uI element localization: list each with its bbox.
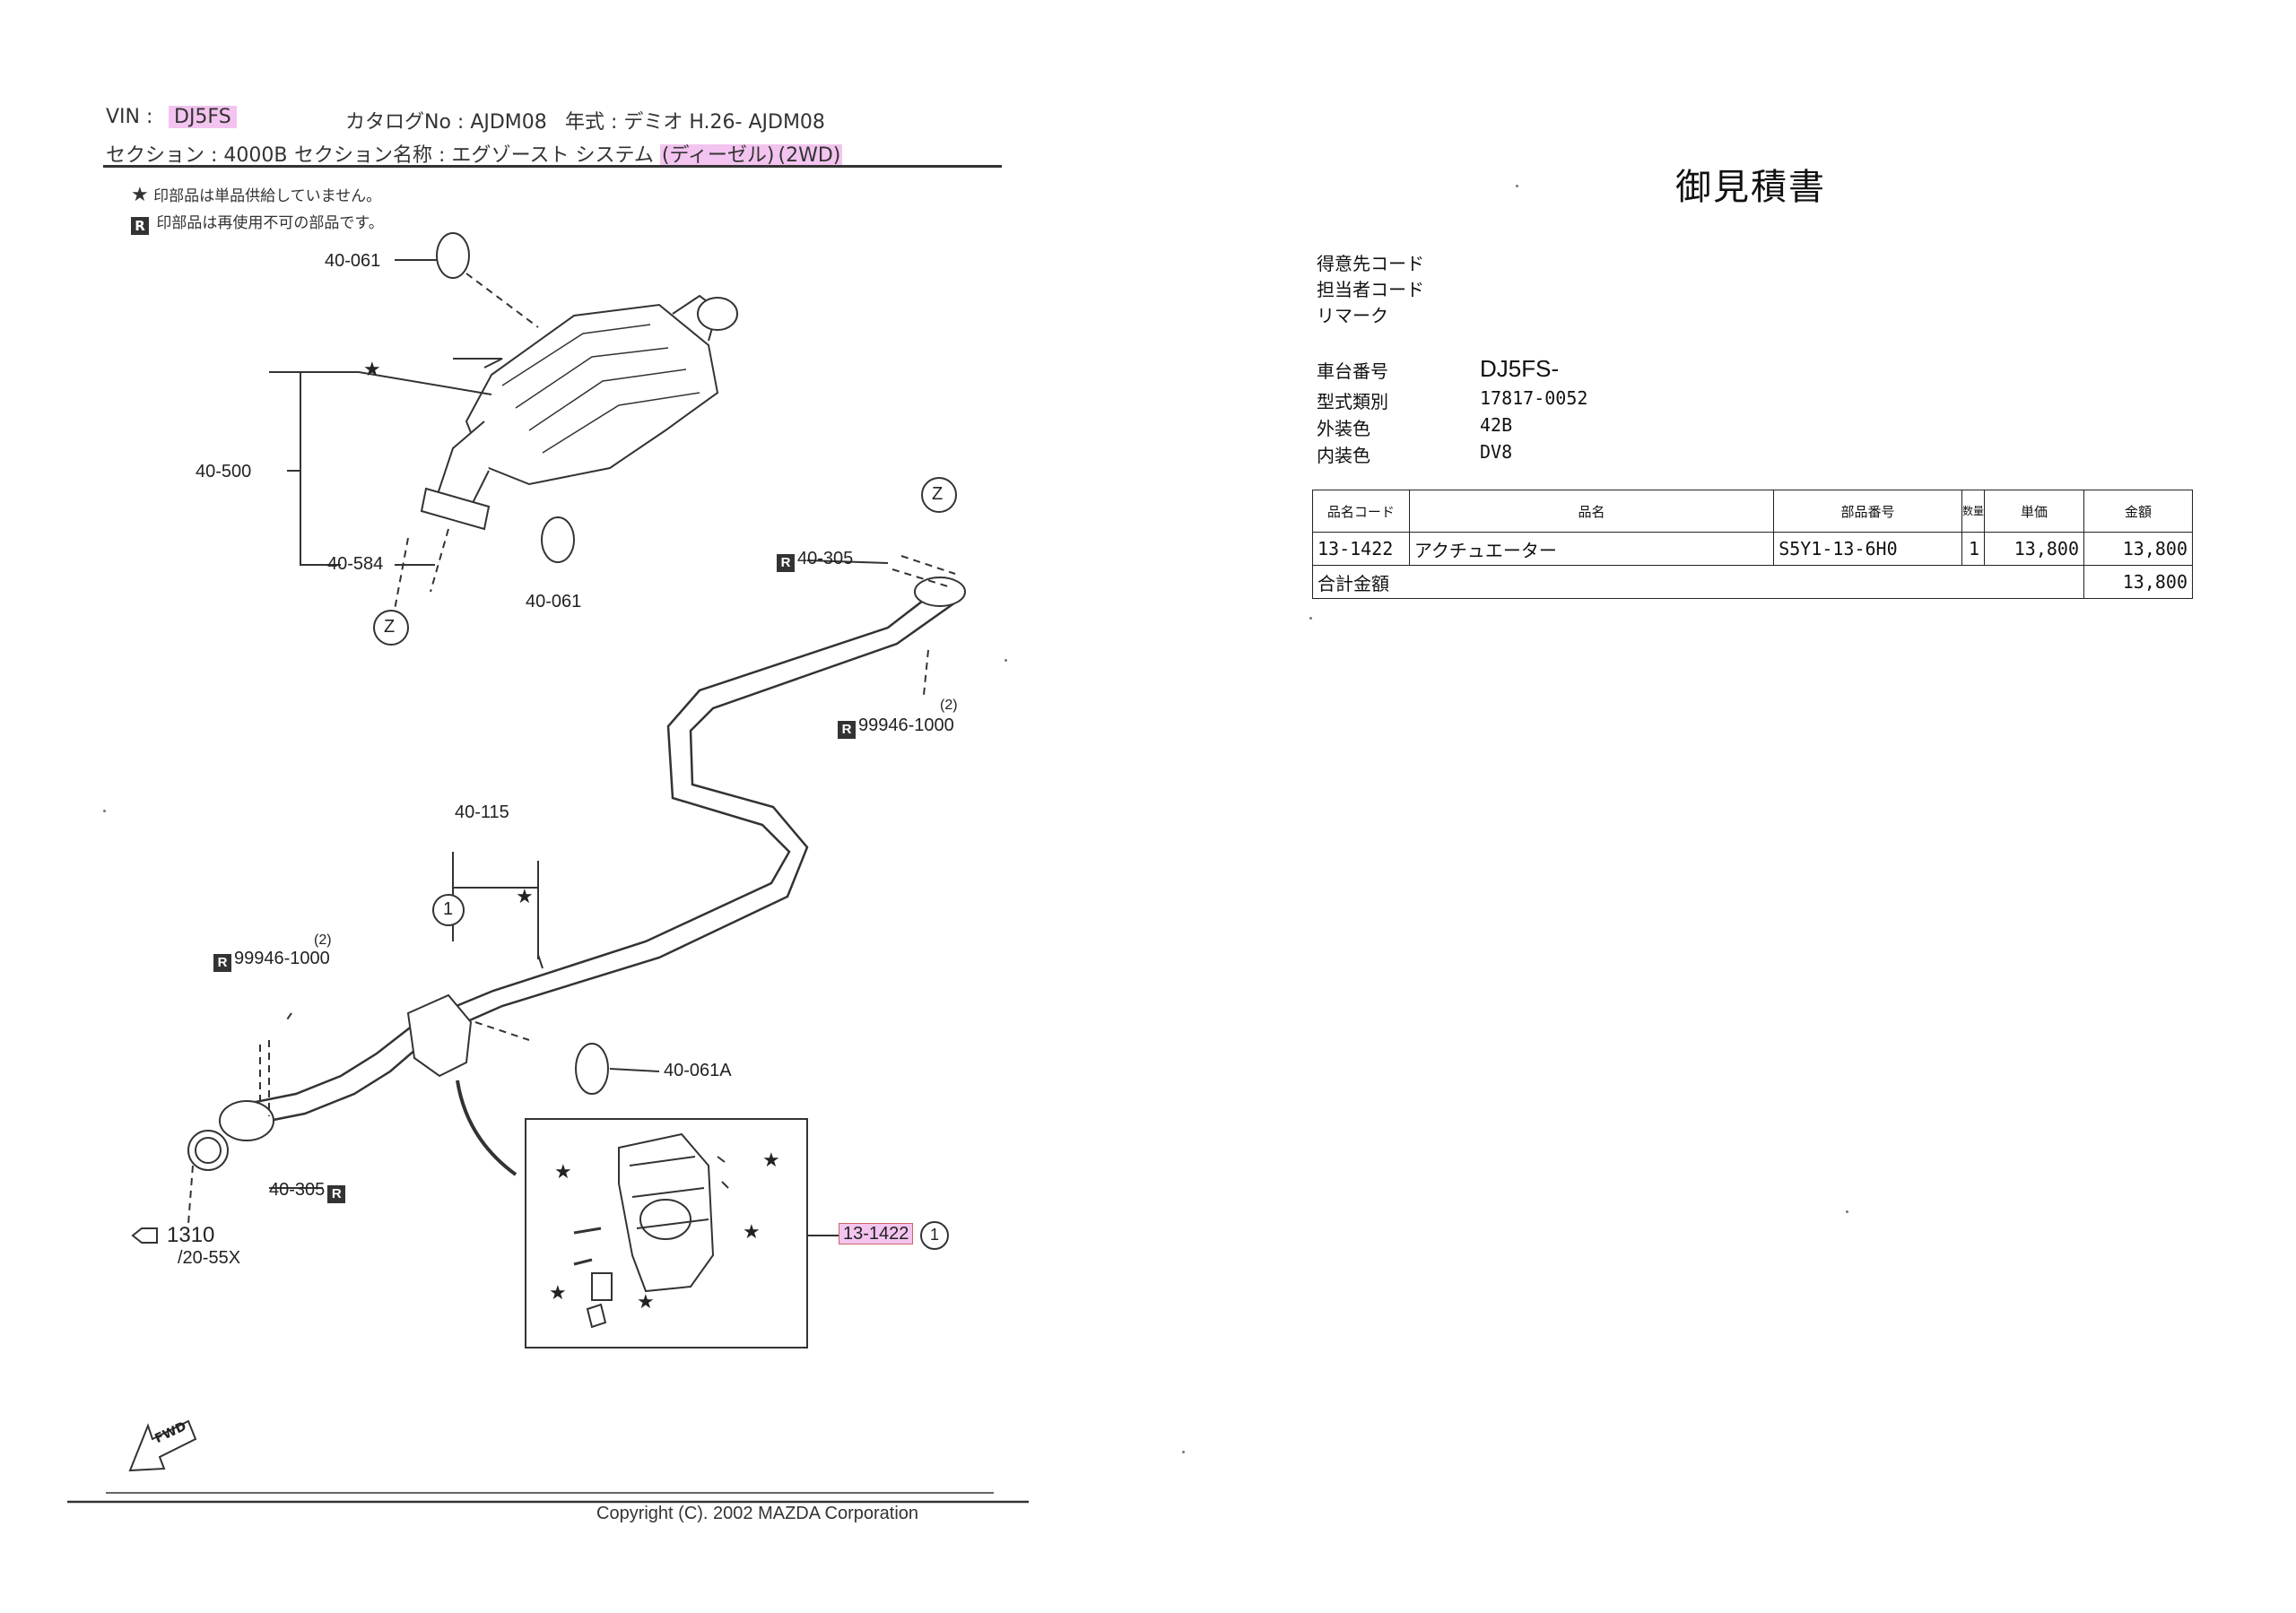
actuator-on-pipe	[406, 993, 473, 1078]
vin-label: VIN :	[106, 106, 153, 128]
table-row: 13-1422 アクチュエーター S5Y1-13-6H0 1 13,800 13…	[1312, 532, 2194, 566]
star-icon: ★	[131, 184, 149, 206]
scan-speck	[1182, 1451, 1185, 1453]
table-total-row: 合計金額 13,800	[1312, 565, 2194, 599]
main-pipe-shape	[228, 582, 947, 1118]
chassis-number-value: DJ5FS-	[1480, 355, 1560, 382]
section-name: セクション名称 : エグゾースト システム	[294, 144, 654, 167]
copyright: Copyright (C). 2002 MAZDA Corporation	[596, 1504, 919, 1523]
remark-label: リマーク	[1317, 305, 1388, 326]
interior-color-label: 内装色	[1317, 445, 1370, 466]
note-r: 印部品は再使用不可の部品です。	[156, 214, 384, 232]
r-mark-icon: R	[838, 721, 856, 739]
section-name-2wd: (2WD)	[776, 144, 843, 167]
customer-code-label: 得意先コード	[1317, 253, 1424, 274]
label-40-115: 40-115	[455, 802, 509, 822]
label-99946-right: 99946-1000	[858, 715, 954, 735]
star-icon: ★	[554, 1161, 572, 1184]
label-13-1422: 13-1422	[839, 1223, 914, 1244]
note-star: 印部品は単品供給していません。	[153, 187, 382, 205]
col-header-amount: 金額	[2083, 490, 2194, 533]
circle-1-a: 1	[443, 899, 454, 919]
label-40-305-top: 40-305	[797, 549, 854, 568]
note-star-wrap: ★ 印部品は単品供給していません。	[131, 183, 381, 206]
z-circle-left: Z	[384, 617, 396, 637]
star-icon: ★	[516, 886, 534, 908]
label-13-1422-wrap: 13-1422	[839, 1223, 914, 1244]
z-circle-right: Z	[932, 484, 944, 504]
col-header-unit-price: 単価	[1984, 490, 2084, 533]
model-type-label: 型式類別	[1317, 391, 1388, 412]
hanger-top-shape	[436, 232, 470, 279]
label-40-305-bottom: 40-305	[269, 1180, 326, 1200]
r-mark-icon: R	[327, 1185, 346, 1203]
estimate-table: 品名コード 品名 部品番号 数量 単価 金額 13-1422 アクチュエーター …	[1312, 490, 2194, 599]
cell-code: 13-1422	[1312, 532, 1410, 566]
star-icon: ★	[762, 1149, 780, 1172]
r-mark-icon: R	[131, 217, 149, 235]
hanger-bottom-shape	[575, 1043, 609, 1095]
cell-part-number: S5Y1-13-6H0	[1773, 532, 1962, 566]
label-40-061-mid: 40-061	[526, 592, 582, 611]
r-mark-icon: R	[213, 954, 231, 972]
vin-value-wrap: DJ5FS	[169, 106, 237, 128]
exhaust-system-drawing	[67, 232, 1029, 1504]
fwd-arrow-shape	[128, 1419, 197, 1472]
label-40-061a: 40-061A	[664, 1061, 732, 1080]
exterior-color-label: 外装色	[1317, 418, 1370, 439]
circle-1-b: 1	[930, 1226, 940, 1244]
r-mark-icon: R	[777, 554, 795, 572]
hanger-mid-shape	[541, 516, 575, 563]
scan-speck	[1846, 1210, 1848, 1213]
cell-name: アクチュエーター	[1408, 532, 1775, 566]
col-header-code: 品名コード	[1312, 490, 1410, 533]
scan-speck	[1004, 659, 1007, 662]
qty-99946-right: (2)	[940, 698, 958, 713]
star-icon: ★	[637, 1291, 655, 1314]
col-header-qty: 数量	[1961, 490, 1986, 533]
star-icon: ★	[549, 1282, 567, 1305]
estimate-title: 御見積書	[1675, 167, 1826, 208]
total-label: 合計金額	[1312, 565, 2084, 599]
ref-1310: 1310	[167, 1223, 215, 1247]
cell-unit-price: 13,800	[1984, 532, 2084, 566]
total-value: 13,800	[2083, 565, 2194, 599]
note-r-wrap: R 印部品は再使用不可の部品です。	[131, 210, 384, 235]
table-header-row: 品名コード 品名 部品番号 数量 単価 金額	[1312, 490, 2194, 533]
qty-99946-left: (2)	[314, 932, 332, 948]
scan-speck	[103, 810, 106, 812]
actuator-detail	[618, 1132, 715, 1293]
label-99946-left: 99946-1000	[234, 949, 330, 968]
model-year: 年式 : デミオ H.26- AJDM08	[565, 111, 825, 134]
catalog-number: カタログNo : AJDM08	[345, 111, 547, 134]
scan-speck	[1516, 185, 1518, 187]
cell-amount: 13,800	[2083, 532, 2194, 566]
section-name-wrap: セクション名称 : エグゾースト システム (ディーゼル)(2WD)	[294, 139, 843, 168]
label-40-500: 40-500	[196, 462, 252, 481]
scan-speck	[1309, 617, 1312, 620]
header-rule	[103, 165, 1002, 168]
star-icon: ★	[363, 359, 381, 381]
section-name-diesel: (ディーゼル)	[659, 144, 777, 167]
section-code: セクション : 4000B	[106, 144, 288, 167]
col-header-part-number: 部品番号	[1773, 490, 1962, 533]
interior-color-value: DV8	[1480, 441, 1513, 463]
chassis-number-label: 車台番号	[1317, 360, 1388, 382]
ref-20-55x: /20-55X	[178, 1248, 241, 1268]
label-40-061-top: 40-061	[325, 251, 381, 271]
exterior-color-value: 42B	[1480, 414, 1513, 436]
staff-code-label: 担当者コード	[1317, 279, 1424, 300]
star-icon: ★	[743, 1221, 761, 1244]
model-type-value: 17817-0052	[1480, 387, 1588, 409]
cell-qty: 1	[1961, 532, 1986, 566]
col-header-name: 品名	[1408, 490, 1775, 533]
label-40-584: 40-584	[327, 554, 384, 574]
vin-value: DJ5FS	[169, 106, 237, 128]
